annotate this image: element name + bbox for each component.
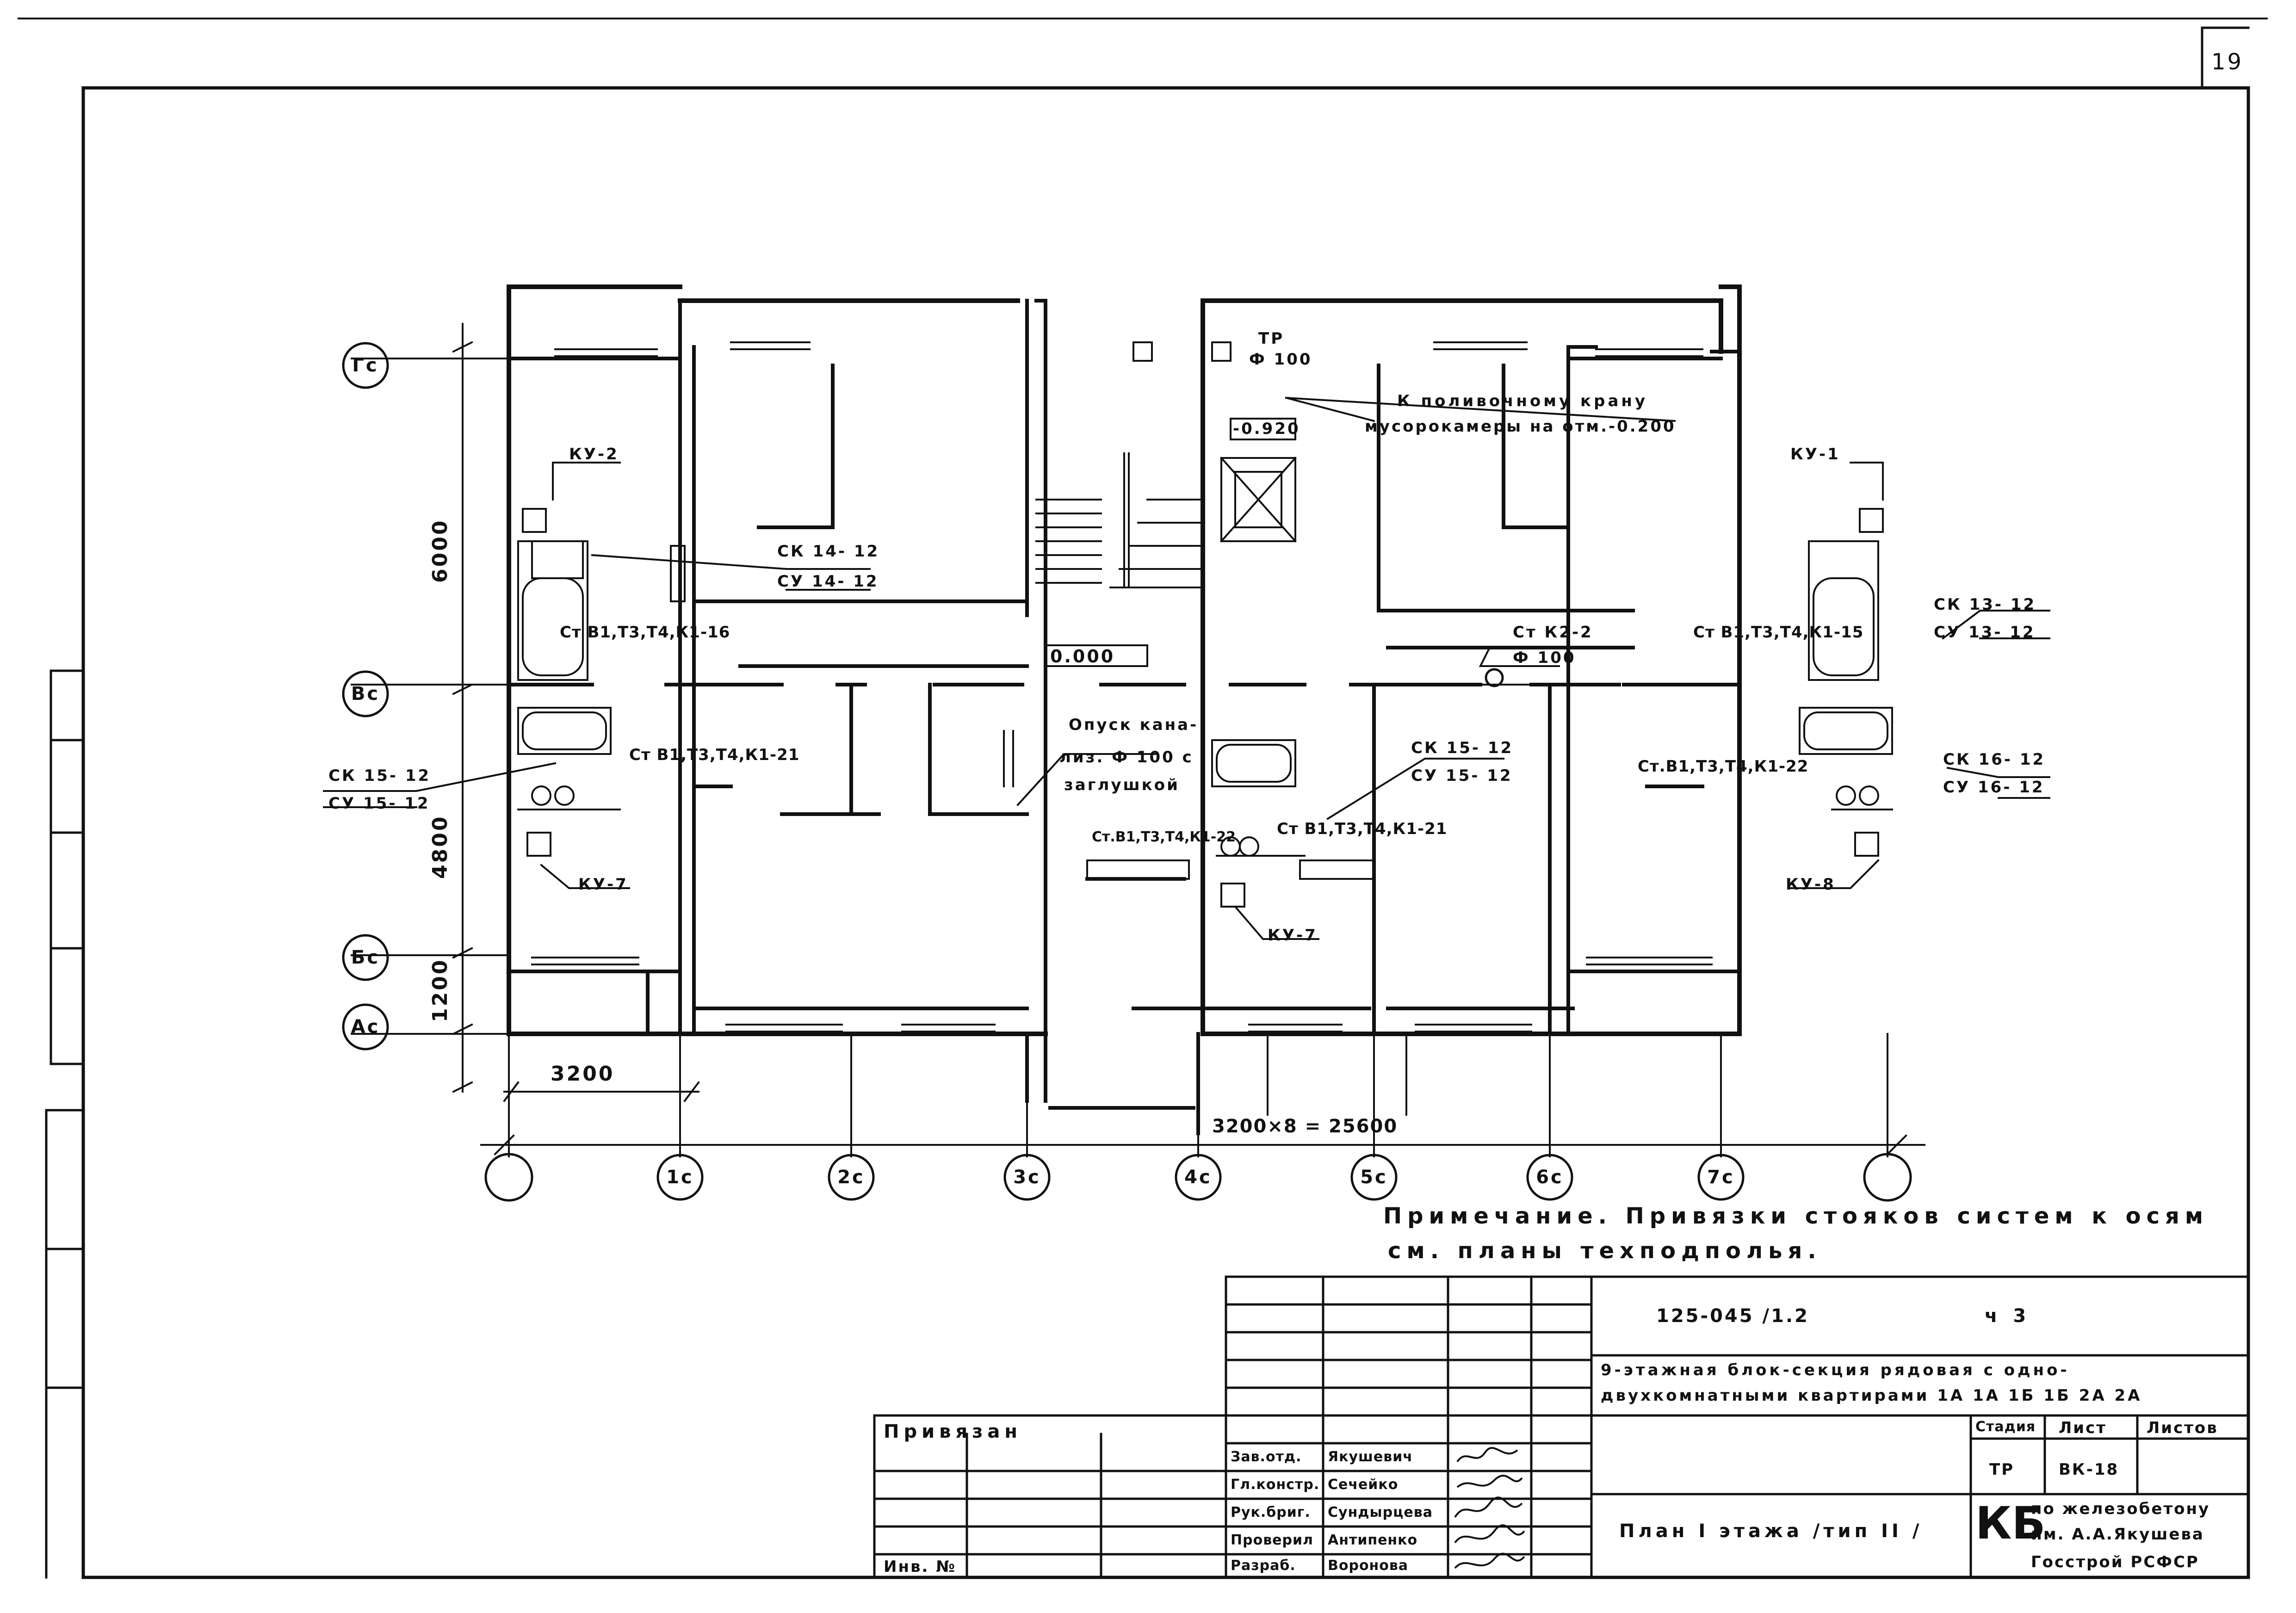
label-ku1: КУ-1	[1790, 445, 1840, 464]
axis-label-2c: 2с	[837, 1167, 865, 1188]
sheet-number: 19	[2211, 49, 2244, 75]
dimension-4800: 4800	[428, 815, 452, 879]
staff-name: Якушевич	[1328, 1449, 1413, 1465]
label-tap-line2: мусорокамеры на отм.-0.200	[1365, 417, 1676, 436]
dimension-1200: 1200	[428, 958, 452, 1022]
label-opusk-line3: заглушкой	[1064, 776, 1180, 794]
axis-label-4c: 4с	[1184, 1167, 1212, 1188]
dimension-3200: 3200	[551, 1062, 615, 1086]
org-line1: по железобетону	[2031, 1500, 2210, 1518]
label-opusk-line2: лиз. Ф 100 с	[1059, 748, 1194, 766]
label-st21-left: Ст В1,Т3,Т4,К1-21	[629, 746, 800, 764]
note-line2: см. планы техподполья.	[1388, 1238, 1822, 1264]
label-st22-right: Ст.В1,Т3,Т4,К1-22	[1638, 757, 1809, 776]
axis-label-vc: Вс	[351, 683, 380, 705]
label-sk13: СК 13- 12	[1934, 595, 2036, 614]
staff-role: Рук.бриг.	[1231, 1504, 1311, 1520]
staff-name: Сундырцева	[1328, 1504, 1433, 1520]
axis-label-7c: 7с	[1707, 1167, 1735, 1188]
inventory-label: Инв. №	[884, 1557, 957, 1576]
sheet-header: Лист	[2059, 1419, 2107, 1437]
staff-name: Антипенко	[1328, 1532, 1418, 1548]
drawing-part: ч 3	[1985, 1305, 2031, 1327]
axis-label-3c: 3с	[1013, 1167, 1041, 1188]
level-0000: 0.000	[1050, 646, 1115, 667]
stage-value: ТР	[1989, 1460, 2015, 1479]
signatures	[1454, 1447, 1525, 1569]
label-sk15-left: СК 15- 12	[328, 766, 431, 785]
privyazan-label: Привязан	[884, 1421, 1022, 1442]
label-su16: СУ 16- 12	[1943, 778, 2045, 797]
stage-header: Стадия	[1975, 1419, 2036, 1435]
label-sk16: СК 16- 12	[1943, 750, 2046, 769]
label-tr: ТР	[1258, 329, 1285, 348]
axis-label-5c: 5с	[1360, 1167, 1388, 1188]
label-st15: Ст В1,Т3,Т4,К1-15	[1693, 623, 1864, 642]
label-ku2: КУ-2	[569, 445, 619, 464]
label-sk14: СК 14- 12	[777, 542, 880, 561]
sheet-value: ВК-18	[2059, 1460, 2119, 1479]
level-minus-0920: -0.920	[1233, 420, 1300, 438]
label-tap-line1: К поливочному крану	[1397, 392, 1648, 410]
label-opusk-line1: Опуск кана-	[1069, 716, 1199, 734]
staff-role: Зав.отд.	[1231, 1449, 1302, 1465]
drawing-code: 125-045 /1.2	[1656, 1305, 1809, 1327]
label-su15-left: СУ 15- 12	[328, 794, 430, 813]
org-line2: им. А.А.Якушева	[2031, 1525, 2204, 1544]
org-line3: Госстрой РСФСР	[2031, 1553, 2199, 1571]
label-sk15-center: СК 15- 12	[1411, 739, 1514, 757]
label-su15-center: СУ 15- 12	[1411, 766, 1513, 785]
axis-label-gc: Гс	[352, 355, 379, 376]
label-ku7-center: КУ-7	[1268, 926, 1318, 945]
staff-role: Проверил	[1231, 1532, 1313, 1548]
label-ku7-left: КУ-7	[578, 875, 628, 894]
staff-role: Разраб.	[1231, 1557, 1296, 1574]
axis-label-bc: Бс	[351, 947, 380, 968]
org-abbreviation: КБ	[1975, 1497, 2046, 1549]
sheets-header: Листов	[2147, 1419, 2218, 1437]
label-ku8: КУ-8	[1786, 875, 1836, 894]
project-desc-line1: 9-этажная блок-секция рядовая с одно-	[1601, 1361, 2070, 1379]
label-st21-center: Ст В1,Т3,Т4,К1-21	[1277, 820, 1448, 838]
label-tr-diameter: Ф 100	[1249, 350, 1312, 369]
label-stk-diameter: Ф 100	[1513, 649, 1576, 667]
label-su14: СУ 14- 12	[777, 572, 879, 591]
staff-role: Гл.констр.	[1231, 1477, 1320, 1493]
axis-label-6c: 6с	[1536, 1167, 1564, 1188]
project-desc-line2: двухкомнатными квартирами 1А 1А 1Б 1Б 2А…	[1601, 1386, 2142, 1405]
staff-name: Воронова	[1328, 1557, 1409, 1574]
dimension-overall: 3200×8 = 25600	[1212, 1116, 1398, 1137]
label-st16: Ст В1,Т3,Т4,К1-16	[560, 623, 730, 642]
axis-label-ac: Ас	[351, 1016, 380, 1038]
axis-label-1c: 1с	[666, 1167, 694, 1188]
staff-name: Сечейко	[1328, 1477, 1399, 1493]
drawing-title: План I этажа /тип II /	[1619, 1520, 1923, 1542]
label-su13: СУ 13- 12	[1934, 623, 2036, 642]
label-stk: Ст К2-2	[1513, 623, 1593, 642]
dimension-6000: 6000	[428, 519, 452, 583]
label-st22-center: Ст.В1,Т3,Т4,К1-22	[1092, 829, 1236, 845]
note-line1: Примечание. Привязки стояков систем к ос…	[1383, 1203, 2209, 1229]
